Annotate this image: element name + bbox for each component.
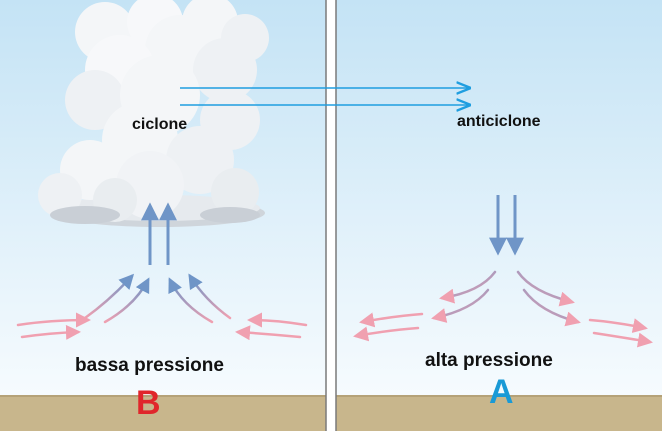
surface-inflow-arrow <box>16 312 91 328</box>
surface-inflow-arrow <box>235 325 302 341</box>
outflow-curve <box>522 288 581 327</box>
outflow-curve <box>439 270 497 304</box>
surface-inflow-arrow <box>247 312 308 328</box>
sinking-air-arrows <box>489 195 524 256</box>
low-pressure-letter: B <box>136 384 161 422</box>
panel-divider <box>326 0 336 431</box>
outflow-curve <box>431 288 490 323</box>
low-pressure-label: bassa pressione <box>75 355 224 376</box>
converging-wind-arrows <box>16 273 308 341</box>
inflow-curve <box>103 277 150 324</box>
high-pressure-label: alta pressione <box>425 350 553 371</box>
surface-outflow-arrow <box>353 326 420 342</box>
surface-inflow-arrow <box>20 324 81 340</box>
surface-outflow-arrow <box>592 331 653 348</box>
cyclone-label: ciclone <box>132 116 188 133</box>
rising-air-arrows <box>141 202 177 265</box>
high-pressure-letter: A <box>489 373 514 411</box>
diverging-wind-arrows <box>353 270 653 348</box>
anticyclone-label: anticiclone <box>457 113 541 130</box>
surface-outflow-arrow <box>588 318 648 334</box>
surface-outflow-arrow <box>359 312 424 328</box>
upper-flow-arrows <box>180 88 468 105</box>
inflow-curve <box>168 277 214 324</box>
outflow-curve <box>516 270 575 307</box>
inflow-curve <box>188 273 232 320</box>
